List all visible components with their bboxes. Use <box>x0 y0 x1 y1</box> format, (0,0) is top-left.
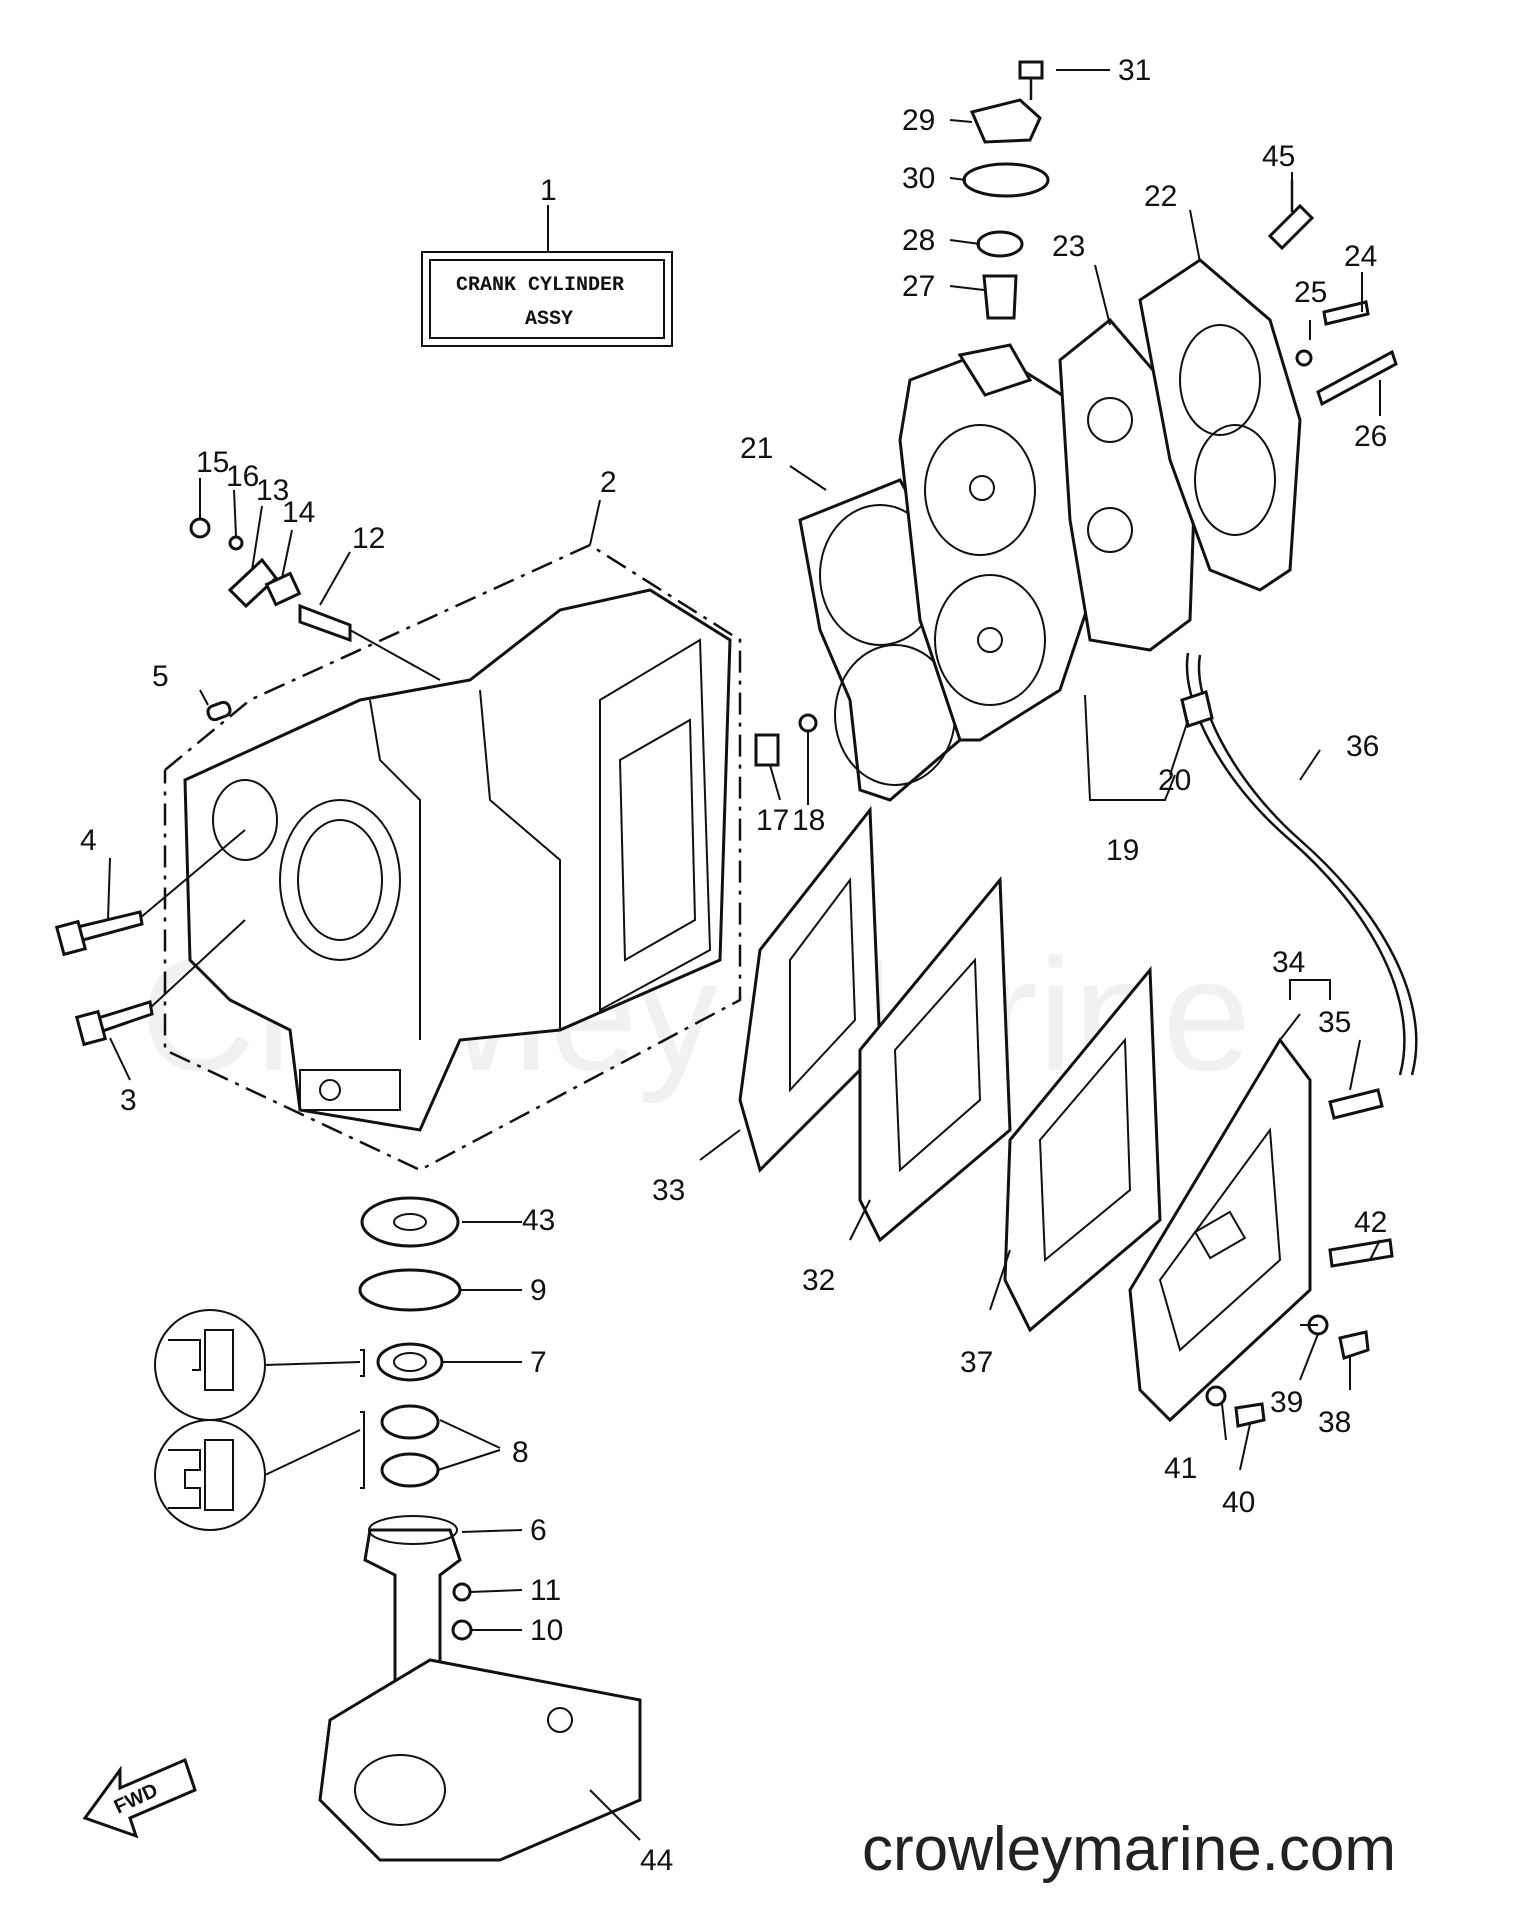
callout-26: 26 <box>1354 420 1387 453</box>
callout-31: 31 <box>1118 54 1151 87</box>
hose <box>1180 652 1418 1120</box>
callout-5: 5 <box>152 660 169 693</box>
title-box-line2: ASSY <box>525 308 573 331</box>
callout-18: 18 <box>792 804 825 837</box>
bracket-17 <box>754 733 780 767</box>
seal-28 <box>976 230 1024 258</box>
callout-2: 2 <box>600 466 617 499</box>
bolt-26 <box>1316 349 1398 407</box>
fitting-35 <box>1328 1088 1384 1120</box>
callout-38: 38 <box>1318 1406 1351 1439</box>
clip-14 <box>264 571 302 607</box>
washer-41 <box>1205 1385 1227 1407</box>
callout-39: 39 <box>1270 1386 1303 1419</box>
washer-25 <box>1295 349 1313 367</box>
callout-44: 44 <box>640 1844 673 1877</box>
pin-12 <box>298 603 352 643</box>
leader-lines <box>107 69 1381 1841</box>
head-bolts <box>1267 180 1398 407</box>
callout-21: 21 <box>740 432 773 465</box>
callout-33: 33 <box>652 1174 685 1207</box>
site-url: crowleymarine.com <box>862 1815 1396 1884</box>
bolt-42 <box>1328 1238 1394 1268</box>
callout-23: 23 <box>1052 230 1085 263</box>
thermostat-27 <box>982 274 1018 320</box>
title-box-line1: CRANK CYLINDER <box>456 274 624 297</box>
callout-12: 12 <box>352 522 385 555</box>
callout-27: 27 <box>902 270 935 303</box>
callout-42: 42 <box>1354 1206 1387 1239</box>
washer-43 <box>360 1196 460 1248</box>
title-box: CRANK CYLINDER ASSY <box>421 205 673 347</box>
callout-34: 34 <box>1272 946 1305 979</box>
lower-seal-stack <box>358 1196 473 1760</box>
callout-40: 40 <box>1222 1486 1255 1519</box>
oil-seal-8b <box>380 1452 440 1488</box>
callout-11: 11 <box>530 1574 561 1607</box>
callout-13: 13 <box>256 474 289 507</box>
callout-6: 6 <box>530 1514 547 1547</box>
bolt-40 <box>1234 1402 1266 1428</box>
o-ring-9 <box>358 1268 462 1312</box>
oil-seal-7 <box>376 1342 444 1382</box>
screw-10 <box>451 1619 473 1641</box>
callout-4: 4 <box>80 824 97 857</box>
callout-15: 15 <box>196 446 229 479</box>
callout-10: 10 <box>530 1614 563 1647</box>
exhaust-gaskets <box>738 805 1162 1333</box>
fwd-arrow: FWD <box>82 1757 197 1839</box>
callout-20: 20 <box>1158 764 1191 797</box>
callout-9: 9 <box>530 1274 547 1307</box>
crankcase-assembly <box>163 543 742 1172</box>
washer-11 <box>452 1582 472 1602</box>
callout-22: 22 <box>1144 180 1177 213</box>
lower-gasket <box>318 1658 642 1862</box>
callout-16: 16 <box>226 460 259 493</box>
washer-16 <box>228 535 244 551</box>
plate-13 <box>227 557 279 609</box>
callout-30: 30 <box>902 162 935 195</box>
callout-24: 24 <box>1344 240 1377 273</box>
crankcase-small-parts <box>54 517 818 1047</box>
callout-45: 45 <box>1262 140 1295 173</box>
oil-seal-8a <box>380 1404 440 1440</box>
gasket-32 <box>858 876 1012 1243</box>
callout-28: 28 <box>902 224 935 257</box>
callout-3: 3 <box>120 1084 137 1117</box>
callout-37: 37 <box>960 1346 993 1379</box>
cover-29 <box>969 98 1042 144</box>
thermostat-parts <box>962 60 1050 320</box>
callout-35: 35 <box>1318 1006 1351 1039</box>
callout-1: 1 <box>540 174 557 207</box>
callout-8: 8 <box>512 1436 529 1469</box>
sender-45 <box>1267 203 1315 251</box>
callout-25: 25 <box>1294 276 1327 309</box>
dowel-pin-5 <box>206 700 232 722</box>
bolt-38 <box>1338 1330 1370 1360</box>
callout-17: 17 <box>756 804 789 837</box>
cylinder-head <box>898 343 1092 742</box>
callout-32: 32 <box>802 1264 835 1297</box>
callout-14: 14 <box>282 496 315 529</box>
seal-housing-6 <box>363 1528 462 1682</box>
head-cover <box>1138 258 1302 592</box>
screw-18 <box>798 713 818 733</box>
gasket-30 <box>962 162 1050 198</box>
bolt-24 <box>1322 300 1370 326</box>
detail-insets <box>154 1309 365 1531</box>
screw-15 <box>189 517 211 539</box>
callout-43: 43 <box>522 1204 555 1237</box>
bolt-31 <box>1018 60 1044 80</box>
callout-7: 7 <box>530 1346 547 1379</box>
callout-36: 36 <box>1346 730 1379 763</box>
callout-numbers: 1 2 3 4 5 6 7 8 9 10 11 12 13 14 15 16 1… <box>80 54 1387 1877</box>
callout-29: 29 <box>902 104 935 137</box>
fitting-20 <box>1180 690 1214 728</box>
callout-19: 19 <box>1106 834 1139 867</box>
gasket-33 <box>738 805 882 1173</box>
callout-41: 41 <box>1164 1452 1197 1485</box>
